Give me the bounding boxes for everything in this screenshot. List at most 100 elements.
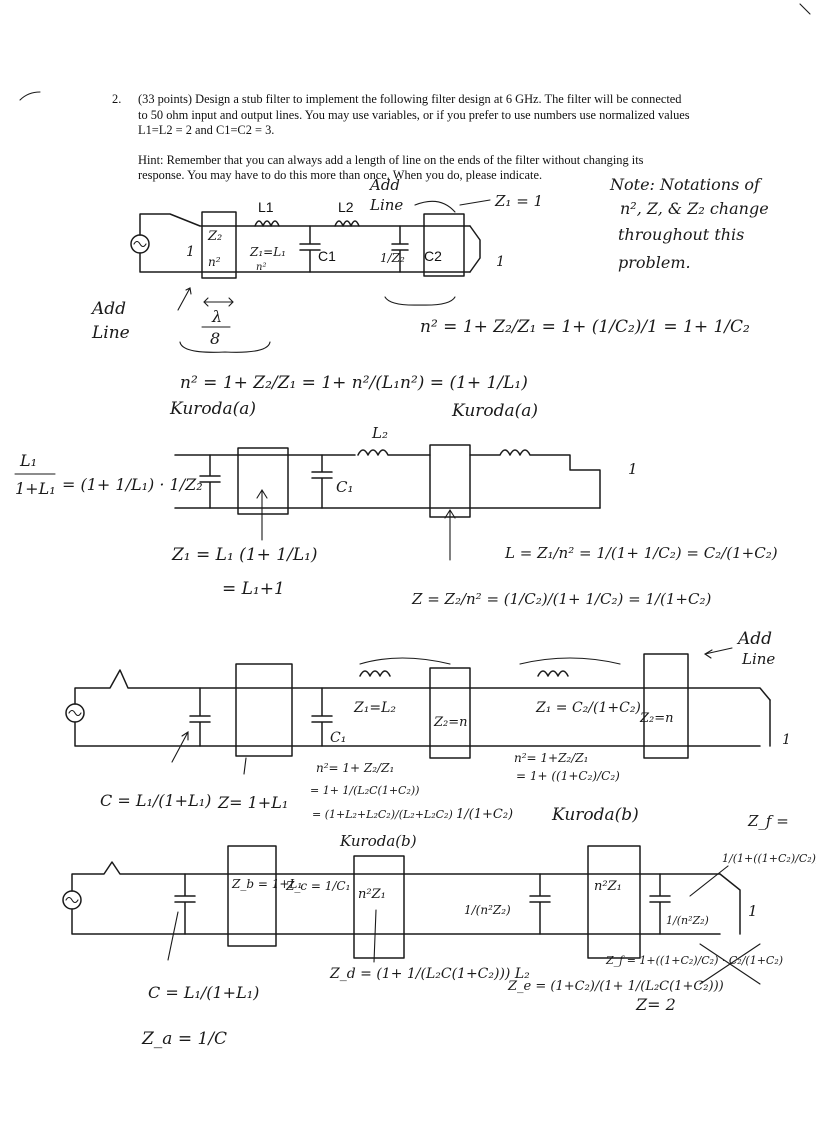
inductor-icon <box>359 670 391 677</box>
add-line-left-1: Add <box>90 299 126 319</box>
capacitor-icon <box>199 454 221 509</box>
load-wire <box>719 873 741 935</box>
stub-box <box>237 447 289 515</box>
kuroda-a-1: Kuroda(a) <box>169 399 256 419</box>
sine-icon <box>68 709 82 717</box>
label-l1: L1 <box>258 199 274 215</box>
c1: C₁ <box>330 730 346 746</box>
n2-left-2: = 1+ 1/(L₂C(1+C₂)) <box>310 784 419 797</box>
circuit-3: Add Line Z₁=L₂ Z₂=n C₁ Z₁ = C₂/(1+C₂) Z₂… <box>65 629 791 850</box>
load-wire <box>469 225 481 273</box>
label-l2: L2 <box>338 199 354 215</box>
zf-top: Z_f = <box>747 812 789 830</box>
lambda: λ <box>211 307 222 326</box>
capacitor-icon-2 <box>529 873 551 935</box>
cross-out-mark <box>699 943 761 985</box>
z1-eq: Z₁ = L₁ (1+ 1/L₁) <box>171 545 318 565</box>
arrow-icon <box>177 287 192 311</box>
capacitor-c2-icon <box>391 225 409 273</box>
one: 1 <box>748 902 758 920</box>
n2-left-3: = (1+L₂+L₂C₂)/(L₂+L₂C₂) <box>312 808 453 821</box>
inductor-icon-2 <box>537 670 569 677</box>
problem-hint: Hint: Remember that you can always add a… <box>138 152 644 183</box>
inductor-l1-icon <box>254 220 280 227</box>
stub-box-d <box>353 855 405 959</box>
z-two: Z= 2 <box>635 995 676 1014</box>
z1-sub: n² <box>256 262 266 273</box>
c-eq: C = L₁/(1+L₁) <box>100 791 211 810</box>
stub-box <box>235 663 293 757</box>
double-arrow-icon <box>203 297 234 307</box>
box1-top: Z₂ <box>207 229 222 244</box>
z2-n: Z₂=n <box>433 715 468 730</box>
circuit-4-wires <box>71 861 721 935</box>
arrow-icon <box>703 647 733 659</box>
label-c2: C2 <box>424 248 442 264</box>
problem-number: 2. <box>112 92 122 106</box>
note-line-1: Note: Notations of <box>609 175 763 194</box>
z1-c2: Z₁ = C₂/(1+C₂) <box>535 700 641 716</box>
problem-text: (33 points) Design a stub filter to impl… <box>138 92 690 137</box>
inductor-l2-icon <box>334 220 360 227</box>
add-line-left-2: Line <box>91 323 130 343</box>
zf2: Z_f = 1+((1+C₂)/C₂) · C₂/(1+C₂) <box>605 954 783 967</box>
z2-n-2: Z₂=n <box>639 711 674 726</box>
one-left: 1 <box>186 244 195 260</box>
capacitor-icon-2 <box>311 454 333 509</box>
arrow-add-line <box>414 199 491 213</box>
circuit-4: Z_b = 1+L₁ Z_c = 1/C₁ n²Z₁ 1/(n²Z₂) n²Z₁… <box>62 812 816 1049</box>
eight: 8 <box>210 329 220 348</box>
circuit-1: L1 L2 C1 C2 Add Line Z₁ = 1 1 1 Z₂ n² Z₁… <box>90 176 750 421</box>
note-line-4: problem. <box>618 253 691 272</box>
one-right: 1 <box>496 254 505 270</box>
frac-right: 1/(n²Z₂) <box>666 914 709 927</box>
add-line-top: Add <box>368 176 400 194</box>
sine-icon <box>133 240 147 248</box>
n2z1-a: n²Z₁ <box>358 887 386 902</box>
frac-mid: 1/(n²Z₂) <box>464 903 511 917</box>
z1-eq-2: = L₁+1 <box>222 579 285 599</box>
eq-mid: = (1+ 1/L₁) · 1/Z₂ <box>62 475 203 494</box>
n2-right-1: n²= 1+Z₂/Z₁ <box>514 751 588 765</box>
z1-l2: Z₁=L₂ <box>353 700 396 716</box>
add-line-top-2: Line <box>369 196 403 214</box>
arrow-icon <box>256 488 268 541</box>
label-c1: C1 <box>318 248 336 264</box>
za: Z_a = 1/C <box>141 1029 227 1049</box>
arrow-icon-2 <box>171 730 189 763</box>
stub-box-2 <box>429 444 471 518</box>
arrow-icon-3 <box>243 757 247 775</box>
n2z1-b: n²Z₁ <box>594 879 622 894</box>
add-line-1: Add <box>736 629 772 649</box>
circuit-2: L₁ 1+L₁ = (1+ 1/L₁) · 1/Z₂ L₂ C₁ 1 Z₁ = … <box>14 424 778 608</box>
kuroda-b-2: Kuroda(b) <box>339 832 417 850</box>
z-eq: Z= 1+L₁ <box>217 793 288 812</box>
stub-box-b <box>227 845 277 947</box>
circuit-2-wires <box>174 454 601 509</box>
one: 1 <box>782 732 791 748</box>
capacitor-c1-icon <box>299 225 321 273</box>
inv-z2: 1/Z₂ <box>380 251 405 265</box>
stub-box-2 <box>423 213 465 277</box>
add-line-2: Line <box>741 650 775 668</box>
box1-bot: n² <box>208 255 221 269</box>
zc: Z_c = 1/C₁ <box>285 879 350 893</box>
capacitor-icon-2 <box>311 687 333 747</box>
corner-mark <box>799 3 811 15</box>
brace-icon-2 <box>384 296 456 306</box>
note-line-3: throughout this <box>618 225 744 244</box>
c-eq: C = L₁/(1+L₁) <box>148 983 259 1002</box>
stub-box-2 <box>429 667 471 759</box>
stub-box-1 <box>201 211 237 279</box>
frac-left: 1/(1+C₂) <box>456 807 513 822</box>
c1: C₁ <box>336 478 354 496</box>
lhs-bot: 1+L₁ <box>15 479 56 498</box>
zb: Z_b = 1+L₁ <box>231 877 302 891</box>
stub-box-3 <box>643 653 689 759</box>
brace-icon <box>359 657 621 665</box>
eq-right: n² = 1+ Z₂/Z₁ = 1+ (1/C₂)/1 = 1+ 1/C₂ <box>420 317 750 337</box>
capacitor-icon-3 <box>649 873 671 935</box>
l2: L₂ <box>371 424 388 442</box>
arrow-icon-2 <box>444 508 456 561</box>
